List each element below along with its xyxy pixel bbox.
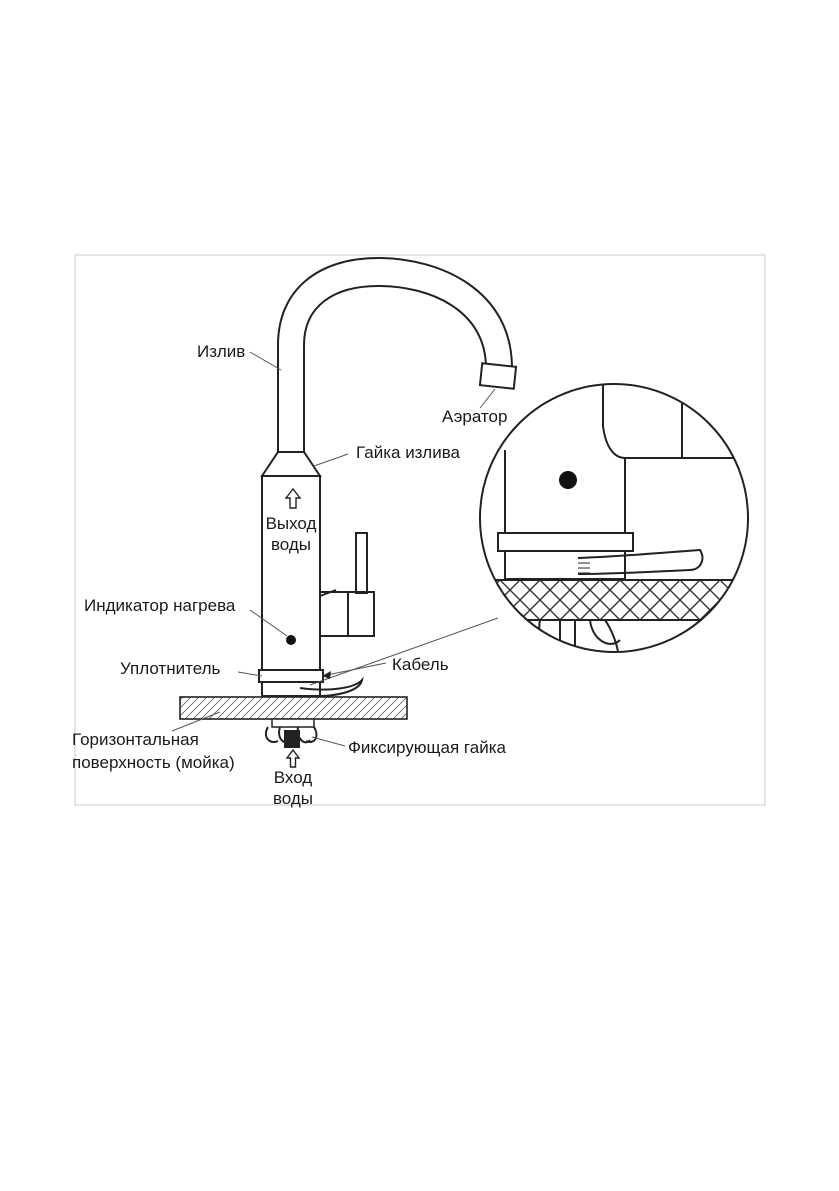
leader-spout: [249, 351, 282, 371]
heat-indicator-label: Индикатор нагрева: [84, 596, 236, 615]
leader-detail: [309, 617, 499, 686]
spout-label: Излив: [197, 342, 245, 361]
water-in-label-line1: Вход: [274, 768, 313, 787]
leader-fixing-nut: [311, 736, 346, 747]
water-out-label-line1: Выход: [266, 514, 317, 533]
leader-heat-indicator: [249, 609, 288, 637]
water-out-label-line2: воды: [271, 535, 311, 554]
leader-spout-nut: [313, 453, 349, 467]
seal-label: Уплотнитель: [120, 659, 221, 678]
water-in-arrow-icon: [285, 748, 301, 768]
seal-ring: [258, 669, 324, 683]
cable-pointer-icon: [322, 671, 331, 679]
surface-label-line1: Горизонтальная: [72, 730, 199, 749]
water-out-arrow-icon: [284, 487, 302, 509]
leader-surface: [171, 711, 221, 732]
cable: [299, 676, 364, 698]
fixing-nut-label: Фиксирующая гайка: [348, 738, 507, 757]
detail-circle: [479, 383, 749, 653]
fixing-nut: [264, 718, 318, 748]
aerator-label: Аэратор: [442, 407, 507, 426]
countertop: [179, 696, 408, 720]
spout-nut: [260, 451, 322, 477]
leader-aerator: [479, 388, 496, 409]
water-in-label-line2: воды: [273, 789, 313, 808]
frame: [74, 254, 766, 806]
spout-nut-label: Гайка излива: [356, 443, 461, 462]
surface-label-line2: поверхность (мойка): [72, 753, 235, 772]
handle-lever: [319, 532, 375, 637]
cable-label: Кабель: [392, 655, 449, 674]
aerator: [478, 362, 518, 390]
leader-seal: [237, 671, 263, 677]
heat-indicator-dot: [286, 635, 296, 645]
spout: [277, 256, 513, 452]
